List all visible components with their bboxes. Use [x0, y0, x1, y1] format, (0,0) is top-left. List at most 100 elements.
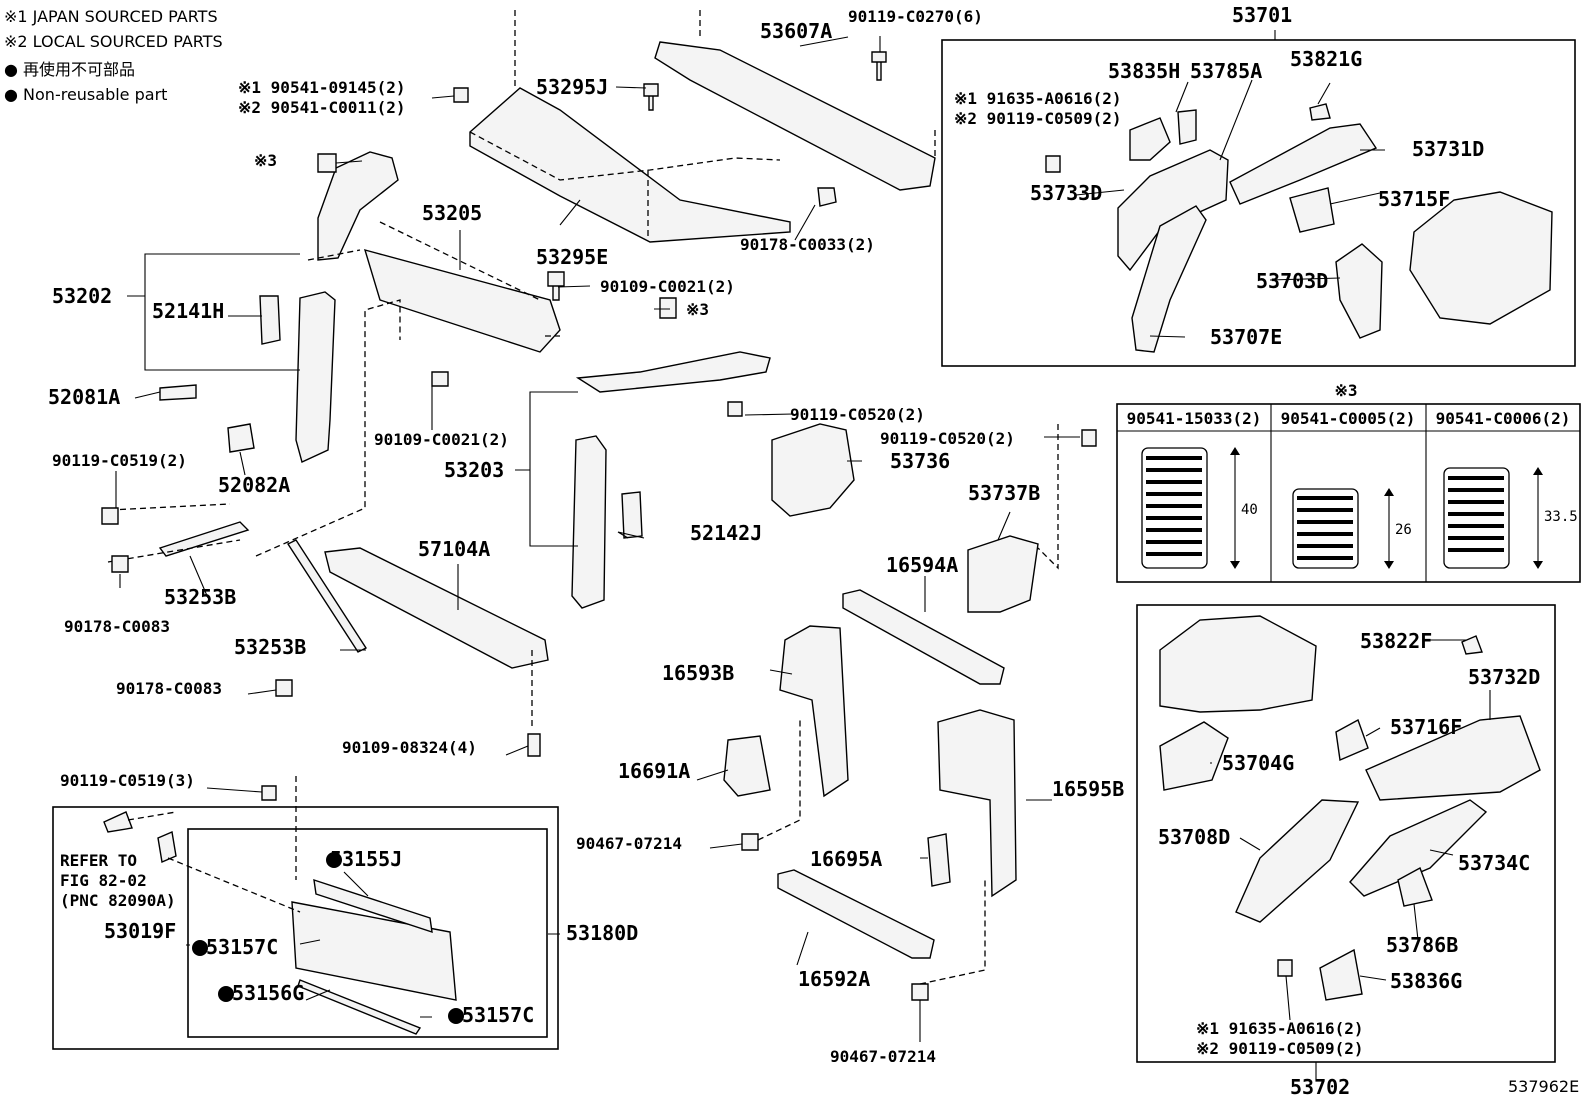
label-53737B: 53737B [968, 481, 1040, 505]
part-53736 [771, 423, 855, 517]
label-refer-line-3: (PNC 82090A) [60, 891, 176, 910]
label-53733D: 53733D [1030, 181, 1102, 205]
label-53180D: 53180D [566, 921, 638, 945]
clip-90541-09145 [453, 87, 469, 103]
clip-refer-82-02 [103, 811, 133, 833]
label-53715F: 53715F [1378, 187, 1450, 211]
label-refer-line-1: REFER TO [60, 851, 137, 870]
part-53155J [313, 878, 433, 934]
nut-90178-C0083-lower [275, 679, 293, 697]
part-57104A [324, 547, 549, 669]
bolt-90119-C0270 [871, 51, 887, 81]
part-53205 [363, 248, 561, 353]
label-53157C-upper: 53157C [206, 935, 278, 959]
label-53716F: 53716F [1390, 715, 1462, 739]
bolt-90119-C0520-right [1081, 429, 1097, 447]
label-53704G: 53704G [1222, 751, 1294, 775]
part-53703D [1335, 243, 1383, 339]
label-53202: 53202 [52, 284, 112, 308]
label-57104A: 57104A [418, 537, 490, 561]
label-53253B-upper: 53253B [164, 585, 236, 609]
label-90119-C0509-lower: ※2 90119-C0509(2) [1196, 1039, 1364, 1058]
part-16695A [927, 833, 951, 887]
label-x3-left: ※3 [254, 151, 277, 170]
part-53253B-lower [286, 539, 368, 653]
part-53716F [1335, 718, 1369, 762]
part-53821G [1309, 103, 1331, 121]
non-reusable-dot-53157C-upper [192, 940, 208, 956]
spring-table-title: ※3 [1334, 381, 1357, 400]
spring-coil-3: 33.5 [1443, 467, 1578, 569]
spring-dim-1: 40 [1241, 502, 1258, 518]
part-53701-apron [1409, 191, 1553, 325]
label-53155J: 53155J [330, 847, 402, 871]
legend: ※1 JAPAN SOURCED PARTS ※2 LOCAL SOURCED … [4, 7, 223, 104]
label-52081A: 52081A [48, 385, 120, 409]
part-53295E [469, 87, 791, 243]
label-90119-C0519-lower: 90119-C0519(3) [60, 771, 195, 790]
label-16592A: 16592A [798, 967, 870, 991]
non-reusable-dot-53156G [218, 986, 234, 1002]
part-53708D [1235, 799, 1360, 923]
part-16593B [779, 625, 849, 798]
label-90178-C0083-lower: 90178-C0083 [116, 679, 222, 698]
bolt-90109-08324 [527, 733, 541, 757]
label-90467-07214-left: 90467-07214 [576, 834, 682, 853]
group-box-53702 [1136, 604, 1556, 1063]
part-53731D [1229, 123, 1378, 205]
part-53835H [1129, 117, 1171, 161]
label-52141H: 52141H [152, 299, 224, 323]
label-53253B-lower: 53253B [234, 635, 306, 659]
bolt-90119-C0520-left [727, 401, 743, 417]
label-53821G: 53821G [1290, 47, 1362, 71]
label-53203: 53203 [444, 458, 504, 482]
label-53734C: 53734C [1458, 851, 1530, 875]
part-53019F [157, 831, 177, 863]
leader-lines [115, 30, 1491, 1080]
part-53785A [1177, 109, 1197, 145]
legend-note-3: ● 再使用不可部品 [4, 60, 135, 79]
spring-table: ※3 90541-15033(2) 90541-C0005(2) 90541-C… [1116, 381, 1581, 583]
label-53708D: 53708D [1158, 825, 1230, 849]
label-90119-C0509-upper: ※2 90119-C0509(2) [954, 109, 1122, 128]
label-90467-07214-right: 90467-07214 [830, 1047, 936, 1066]
part-53202-pillar [295, 291, 336, 463]
part-53737B [967, 535, 1039, 613]
label-53701: 53701 [1232, 3, 1292, 27]
non-reusable-dot-53155J [326, 852, 342, 868]
label-90109-08324: 90109-08324(4) [342, 738, 477, 757]
label-16593B: 16593B [662, 661, 734, 685]
label-53295E: 53295E [536, 245, 608, 269]
part-52082A [227, 423, 255, 453]
label-90178-C0083-upper: 90178-C0083 [64, 617, 170, 636]
label-refer-line-2: FIG 82-02 [60, 871, 147, 890]
spring-col-1: 90541-15033(2) [1127, 409, 1262, 428]
label-53019F: 53019F [104, 919, 176, 943]
spring-coil-1: 40 [1141, 447, 1258, 569]
label-90119-C0520-left: 90119-C0520(2) [790, 405, 925, 424]
label-53607A: 53607A [760, 19, 832, 43]
part-53732D [1365, 715, 1541, 801]
part-53733D [1117, 149, 1229, 272]
clip-53295J [643, 83, 659, 111]
part-16594A [842, 589, 1005, 685]
part-53156G [297, 979, 422, 1035]
label-52082A: 52082A [218, 473, 290, 497]
label-90541-09145: ※1 90541-09145(2) [238, 78, 406, 97]
legend-note-4: ● Non-reusable part [4, 85, 167, 104]
label-53732D: 53732D [1468, 665, 1540, 689]
bolt-90119-C0519-upper [101, 507, 119, 525]
spring-dim-2: 26 [1395, 522, 1412, 538]
label-53822F: 53822F [1360, 629, 1432, 653]
part-shapes [101, 10, 1553, 1035]
part-53836G [1319, 948, 1363, 1001]
label-53736: 53736 [890, 449, 950, 473]
label-90119-C0270: 90119-C0270(6) [848, 7, 983, 26]
bolt-91635-A0616-upper [1045, 155, 1061, 173]
part-53734C [1349, 799, 1488, 897]
label-53703D: 53703D [1256, 269, 1328, 293]
part-53715F [1289, 187, 1335, 233]
spring-x3-left [317, 153, 337, 173]
part-16595B [937, 709, 1017, 898]
